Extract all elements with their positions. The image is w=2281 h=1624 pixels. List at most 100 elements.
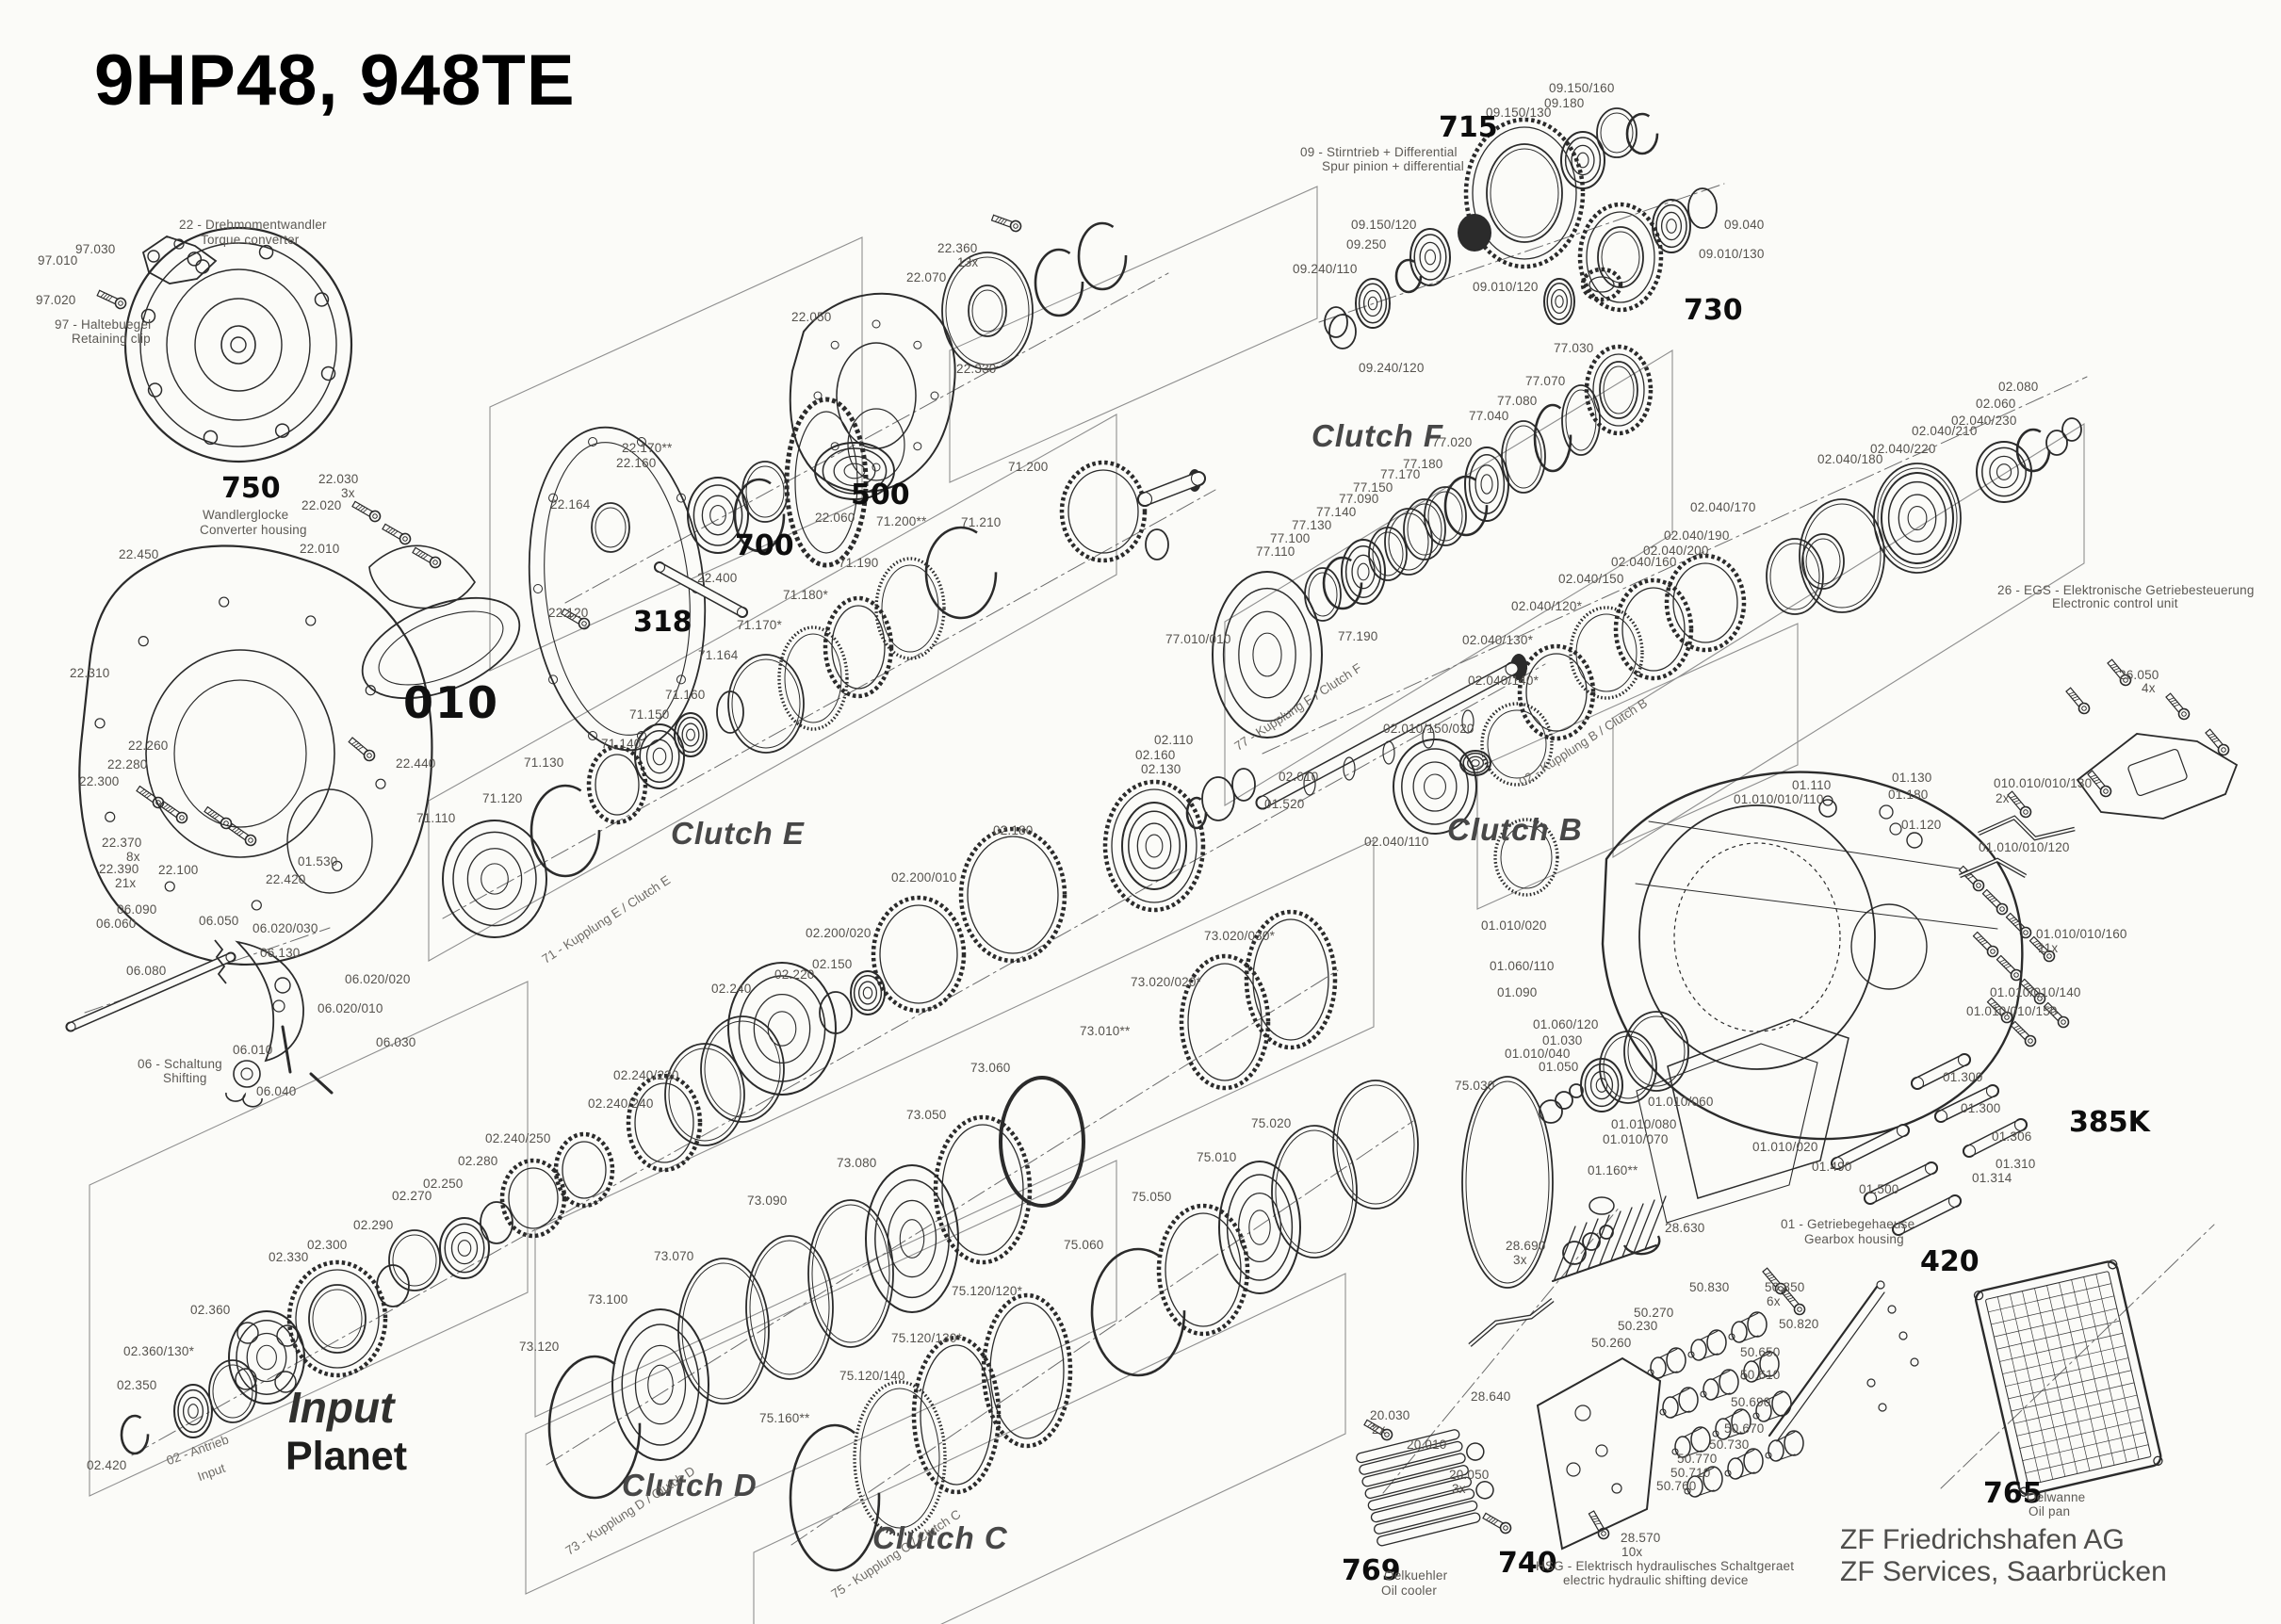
part-number-label: 09.250 <box>1346 237 1387 252</box>
part-number-label: 01.130 <box>1892 771 1932 785</box>
part-number-label: 2x <box>1996 791 2010 805</box>
part-number-label: 06.080 <box>126 964 167 978</box>
part-number-label: 02.040/140* <box>1468 674 1540 688</box>
part-number-label: 01.050 <box>1539 1060 1579 1074</box>
part-number-label: 71.180* <box>783 588 828 602</box>
part-number-label: 01.010/010/160 <box>2036 927 2127 941</box>
part-number-label: 22.280 <box>107 757 148 771</box>
part-number-label: 01.060/120 <box>1533 1017 1599 1031</box>
part-number-label: 22.120 <box>548 606 589 620</box>
reference-number-annotation: 318 <box>633 606 692 639</box>
part-number-label: 77.080 <box>1497 394 1538 408</box>
component-info-label: 26 - EGS - Elektronische Getriebesteueru… <box>1997 583 2255 597</box>
part-number-label: 71.170* <box>737 618 782 632</box>
part-number-label: 71.110 <box>416 811 456 825</box>
reference-number-annotation: 740 <box>1498 1547 1557 1580</box>
reference-number-annotation: 769 <box>1342 1554 1401 1587</box>
part-number-label: 22.060 <box>815 511 855 525</box>
part-number-label: 75.160** <box>759 1411 810 1425</box>
part-number-label: 77.180 <box>1403 457 1443 471</box>
reference-number-annotation: 700 <box>735 529 794 562</box>
part-number-label: 3x <box>341 486 355 500</box>
part-number-label: 22.030 <box>318 472 359 486</box>
part-number-label: 73.120 <box>519 1340 560 1354</box>
part-number-label: 73.060 <box>970 1061 1011 1075</box>
part-number-label: 02.040/130* <box>1462 633 1534 647</box>
part-number-label: 06.130 <box>260 946 301 960</box>
part-number-label: 77.140 <box>1316 505 1357 519</box>
part-number-label: 3x <box>1513 1253 1527 1267</box>
part-number-label: 02.240 <box>711 982 752 996</box>
part-number-label: 01.160** <box>1588 1163 1638 1177</box>
part-number-label: 50.850 <box>1765 1280 1805 1294</box>
part-number-label: 01.010/010/110 <box>1734 792 1824 806</box>
part-number-label: 01.010/020 <box>1752 1140 1818 1154</box>
component-info-label: Gearbox housing <box>1804 1232 1904 1246</box>
part-number-label: 09.150/160 <box>1549 81 1615 95</box>
part-number-label: 97.020 <box>36 293 76 307</box>
part-number-label: 13x <box>957 255 979 269</box>
component-info-label: 01 - Getriebegehaeuse <box>1781 1217 1915 1231</box>
part-number-label: 71.150 <box>629 707 670 722</box>
part-number-label: 22.050 <box>791 310 832 324</box>
part-number-label: 75.010 <box>1197 1150 1237 1164</box>
part-number-label: 02.110 <box>1154 733 1194 747</box>
part-number-label: 77.090 <box>1339 492 1379 506</box>
part-number-label: 50.270 <box>1634 1306 1674 1320</box>
part-number-label: 77.020 <box>1432 435 1473 449</box>
part-number-label: 01.010/080 <box>1611 1117 1677 1131</box>
part-number-label: 01.010/020 <box>1481 918 1547 933</box>
component-info-label: Retaining clip <box>72 332 151 346</box>
part-number-label: 77.110 <box>1256 544 1295 559</box>
part-number-label: 02.040/170 <box>1690 500 1756 514</box>
part-number-label: 06.050 <box>199 914 239 928</box>
part-number-label: 06.060 <box>96 917 137 931</box>
part-number-label: 73.070 <box>654 1249 694 1263</box>
part-number-label: 09.040 <box>1724 218 1765 232</box>
part-number-label: 75.020 <box>1251 1116 1292 1130</box>
part-number-label: 22.370 <box>102 836 142 850</box>
part-number-label: 02.350 <box>117 1378 157 1392</box>
reference-number-annotation: 500 <box>851 479 910 512</box>
part-number-label: 06.010 <box>233 1043 273 1057</box>
reference-number-annotation: 765 <box>1983 1477 2043 1510</box>
part-number-label: 02.040/120* <box>1511 599 1583 613</box>
part-number-label: 50.820 <box>1779 1317 1819 1331</box>
part-number-label: 02.270 <box>392 1189 432 1203</box>
part-number-label: 02.240/240 <box>588 1096 654 1111</box>
part-number-label: 01.520 <box>1264 797 1305 811</box>
part-number-label: 02.420 <box>87 1458 127 1472</box>
part-number-label: 06.020/030 <box>253 921 318 935</box>
part-number-label: 77.170 <box>1380 467 1421 481</box>
part-number-label: 22.300 <box>79 774 120 788</box>
part-number-label: 01.030 <box>1542 1033 1583 1047</box>
planet-label: Planet <box>285 1434 408 1479</box>
part-number-label: 11x <box>2038 941 2059 955</box>
part-number-label: 02.040/160 <box>1611 555 1677 569</box>
part-number-label: 02.130 <box>1141 762 1181 776</box>
part-number-label: 01.010/010/150 <box>1966 1004 2058 1018</box>
part-number-label: 02.280 <box>458 1154 498 1168</box>
part-number-label: 02.250 <box>423 1177 464 1191</box>
component-info-label: HSG - Elektrisch hydraulisches Schaltger… <box>1536 1559 1795 1573</box>
part-number-label: 02.010/150/020 <box>1383 722 1475 736</box>
part-number-label: 75.120/140 <box>839 1369 905 1383</box>
clutch-section-label: Clutch B <box>1447 812 1583 847</box>
part-number-label: 06.090 <box>117 902 157 917</box>
part-number-label: 09.240/120 <box>1359 361 1425 375</box>
part-number-label: 02.040/220 <box>1870 442 1936 456</box>
part-number-label: 73.020/030* <box>1204 929 1276 943</box>
part-number-label: 22.010 <box>300 542 340 556</box>
part-number-label: 77.040 <box>1469 409 1509 423</box>
part-number-label: 22.260 <box>128 739 169 753</box>
part-number-label: 02.330 <box>269 1250 309 1264</box>
part-number-label: 09.240/110 <box>1293 262 1358 276</box>
component-info-label: 22 - Drehmomentwandler <box>179 218 327 232</box>
part-number-label: 22.020 <box>301 498 342 512</box>
reference-number-annotation: 420 <box>1920 1245 1980 1278</box>
part-number-label: 01.500 <box>1859 1182 1899 1196</box>
component-info-label: Shifting <box>163 1071 207 1085</box>
component-info-label: Converter housing <box>200 523 307 537</box>
part-number-label: 22.100 <box>158 863 199 877</box>
